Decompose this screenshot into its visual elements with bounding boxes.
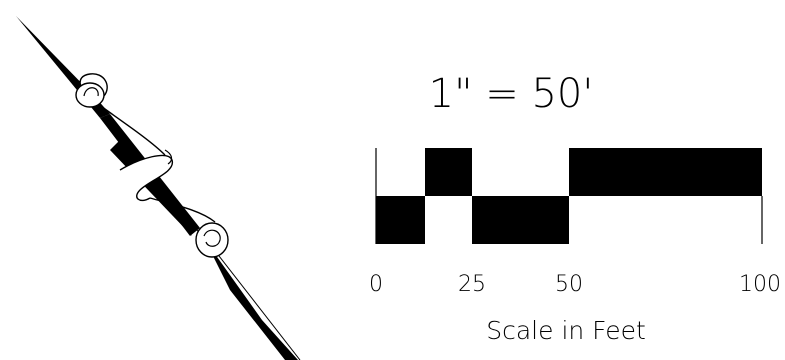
north-arrow-icon: [16, 16, 301, 360]
scale-bar: [375, 148, 763, 244]
scale-bar-segment: [376, 196, 425, 244]
scale-bar-segment: [569, 148, 762, 196]
tick-label-50: 50: [555, 272, 583, 297]
scale-bar-segment: [472, 196, 569, 244]
tick-label-25: 25: [458, 272, 486, 297]
scale-ratio-text: 1" = 50': [429, 71, 594, 117]
scale-bar-segment: [425, 148, 472, 196]
tick-label-100: 100: [739, 272, 781, 297]
scale-caption: Scale in Feet: [486, 316, 646, 345]
tick-label-0: 0: [369, 272, 383, 297]
